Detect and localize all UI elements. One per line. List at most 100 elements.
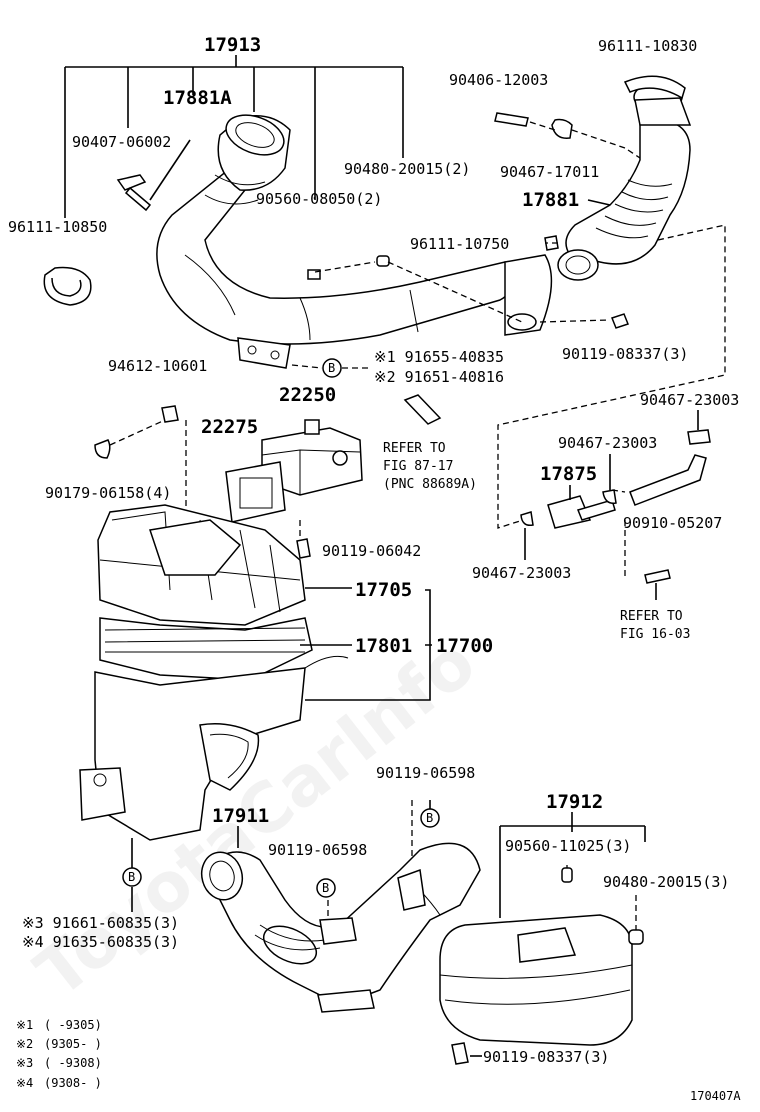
marker-b-4: B: [122, 867, 142, 887]
vsv-17875: [547, 495, 616, 529]
dash-b-1: [291, 364, 370, 369]
bolt-90406-12003: [494, 112, 529, 127]
callout-90119-06598-b: 90119-06598: [268, 841, 367, 859]
dash-94612: [109, 419, 166, 446]
clamp-90467-a: [602, 489, 617, 505]
callout-17705: 17705: [355, 579, 412, 601]
clamp-90467-17011: [551, 118, 573, 139]
hose-refer-87-17: [403, 394, 442, 425]
footnote-mark: ※1: [16, 1018, 33, 1032]
callout-22250: 22250: [279, 384, 336, 406]
bolt-90119-06042: [296, 538, 311, 559]
hose-17881: [557, 82, 692, 281]
marker-b-2: B: [420, 808, 440, 828]
callout-90560-11025: 90560-11025(3): [505, 837, 631, 855]
callout-17912: 17912: [546, 791, 603, 813]
callout-17801: 17801: [355, 635, 412, 657]
grommet-90480-top: [376, 255, 390, 267]
callout-90910-05207: 90910-05207: [623, 514, 722, 532]
callout-17881: 17881: [522, 189, 579, 211]
callout-17913: 17913: [204, 34, 261, 56]
refer-fig-87-17-line3: (PNC 88689A): [383, 477, 477, 492]
grommet-90480-bottom: [628, 929, 644, 945]
clip-90179-06158: [94, 439, 111, 459]
duct-17911: [200, 842, 481, 1013]
marker-b-3: B: [316, 878, 336, 898]
dash-90119-06598: [327, 800, 413, 920]
grommet-94612-10601: [161, 405, 179, 423]
marker-b-1: B: [322, 358, 342, 378]
clamp-96111-10850: [43, 266, 92, 306]
callout-90406-12003: 90406-12003: [449, 71, 548, 89]
refer-fig-16-03-line1: REFER TO: [620, 609, 683, 624]
callout-17875: 17875: [540, 463, 597, 485]
pin-90560-08050: [307, 269, 321, 280]
footnote-range: ( -9308): [44, 1056, 102, 1070]
bolt-90119-08337-top: [611, 313, 629, 329]
intake-duct-17881a: [156, 114, 553, 369]
footnote-range: (9305- ): [44, 1037, 102, 1051]
callout-17881a: 17881A: [163, 87, 232, 109]
callout-96111-10750: 96111-10750: [410, 235, 509, 253]
footnote-mark: ※3: [16, 1056, 33, 1070]
marker-b-label: B: [426, 811, 433, 825]
footnote-mark: ※2: [16, 1037, 33, 1051]
refer-fig-87-17-line1: REFER TO: [383, 441, 446, 456]
clamp-96111-10830: [623, 75, 686, 100]
footnote-1: ※1 ( -9305): [16, 1018, 102, 1032]
callout-17911: 17911: [212, 805, 269, 827]
footnote-4: ※4 (9308- ): [16, 1076, 102, 1090]
marker-b-label: B: [128, 870, 135, 884]
footnote-3: ※3 ( -9308): [16, 1056, 102, 1070]
callout-90467-17011: 90467-17011: [500, 163, 599, 181]
callout-90119-08337-top: 90119-08337(3): [562, 345, 688, 363]
footnote-range: (9308- ): [44, 1076, 102, 1090]
callout-90480-20015-top: 90480-20015(2): [344, 160, 470, 178]
dash-17875: [611, 489, 626, 580]
air-filter-element-17801: [99, 617, 313, 681]
clamp-96111-10750: [544, 235, 559, 251]
callout-91661-60835: ※3 91661-60835(3): [22, 914, 179, 932]
callout-90407-06002: 90407-06002: [72, 133, 171, 151]
callout-22275: 22275: [201, 416, 258, 438]
leader-90467: [609, 410, 699, 490]
callout-90119-08337-bottom: 90119-08337(3): [483, 1048, 609, 1066]
callout-91655-40835: ※1 91655-40835: [374, 348, 504, 366]
callout-90467-23003-b: 90467-23003: [558, 434, 657, 452]
hose-90910-05207: [629, 429, 711, 506]
clamp-90467-c: [520, 511, 534, 527]
air-cleaner-cap-17705: [97, 504, 306, 626]
callout-91635-60835: ※4 91635-60835(3): [22, 933, 179, 951]
callout-90119-06042: 90119-06042: [322, 542, 421, 560]
footnote-2: ※2 (9305- ): [16, 1037, 102, 1051]
callout-90560-08050: 90560-08050(2): [256, 190, 382, 208]
pipe-refer-16-03: [644, 569, 671, 584]
leader-17700-group: [300, 587, 432, 701]
callout-90467-23003-a: 90467-23003: [640, 391, 739, 409]
refer-fig-16-03-line2: FIG 16-03: [620, 627, 690, 642]
bracket-17913: [64, 55, 404, 218]
air-cleaner-case: [79, 655, 349, 841]
marker-b-label: B: [322, 881, 329, 895]
leader-17881a: [149, 139, 191, 201]
gasket-22275: [225, 461, 286, 523]
callout-17700: 17700: [436, 635, 493, 657]
leader-17881: [587, 199, 611, 206]
callout-90467-23003-c: 90467-23003: [472, 564, 571, 582]
pin-90560-11025: [561, 867, 573, 883]
bracket-17912: [499, 812, 646, 918]
bolt-90119-08337-bottom: [451, 1042, 469, 1065]
resonator-17912: [439, 914, 633, 1046]
refer-fig-87-17-line2: FIG 87-17: [383, 459, 453, 474]
callout-90179-06158: 90179-06158(4): [45, 484, 171, 502]
marker-b-label: B: [328, 361, 335, 375]
bolt-90407-06002: [116, 174, 152, 212]
footnote-mark: ※4: [16, 1076, 33, 1090]
callout-96111-10850: 96111-10850: [8, 218, 107, 236]
callout-90119-06598-a: 90119-06598: [376, 764, 475, 782]
figure-id: 170407A: [690, 1089, 741, 1103]
callout-96111-10830: 96111-10830: [598, 37, 697, 55]
callout-90480-20015-bottom: 90480-20015(3): [603, 873, 729, 891]
footnote-range: ( -9305): [44, 1018, 102, 1032]
